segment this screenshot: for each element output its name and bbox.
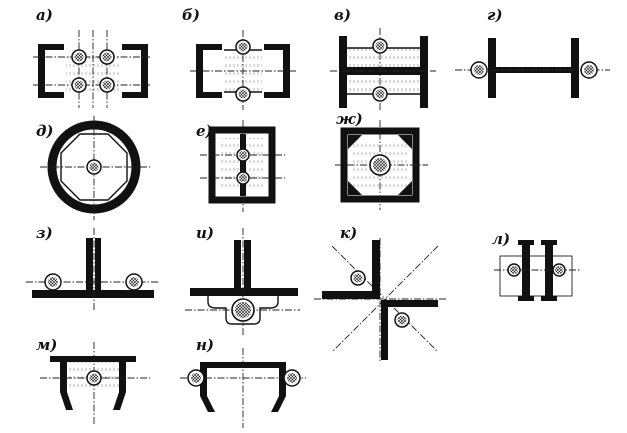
diagram-b: б) [182,6,296,110]
diagram-n: н) [180,336,306,428]
bolt-icon [470,61,598,79]
bolt-icon [236,148,250,185]
bolt-icon [71,49,115,93]
diagram-i: и) [185,224,300,335]
diagram-v: в) [330,6,436,112]
label-b: б) [182,6,200,24]
diagram-l: л) [492,230,580,301]
diagram-k: к) [314,224,448,362]
label-v: в) [334,6,351,24]
label-n: н) [196,336,214,354]
bolt-icon [44,273,143,291]
diagram-e: е) [196,120,285,212]
label-zh: ж) [336,110,363,128]
diagram-m: м) [36,336,150,425]
label-d: д) [36,122,54,140]
diagram-zh: ж) [335,110,428,210]
bolt-icon [350,270,410,328]
bolt-icon [507,263,566,277]
label-l: л) [492,230,510,248]
label-z: з) [36,224,53,242]
label-e: е) [196,122,213,140]
bolt-icon [86,370,102,386]
diagram-z: з) [26,224,160,312]
diagram-a: а) [33,6,150,108]
diagram-d: д) [36,116,150,220]
label-a: а) [36,6,53,24]
bolt-icon [86,159,102,175]
bolt-icon [231,298,255,322]
bolt-icon [187,369,301,387]
bolt-icon [235,39,251,102]
label-g: г) [487,6,503,24]
label-i: и) [196,224,214,242]
label-m: м) [36,336,57,354]
label-k: к) [340,224,357,242]
diagram-g: г) [455,6,610,98]
bolt-icon [369,154,391,176]
bolt-icon [372,38,388,102]
